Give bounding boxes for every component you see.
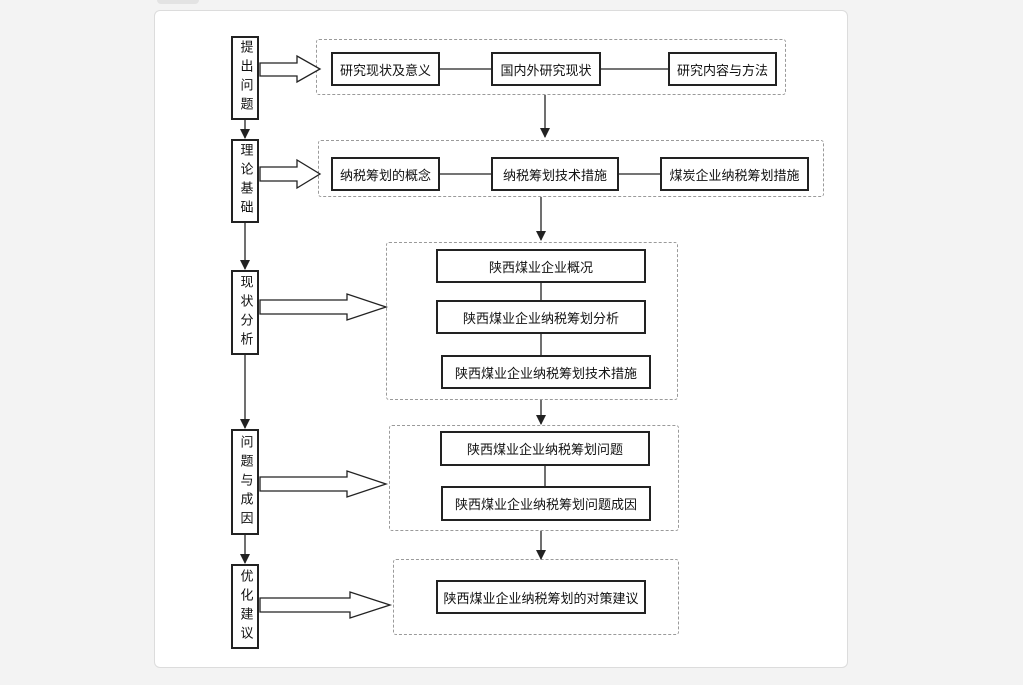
intro-node-3: 研究内容与方法 bbox=[668, 52, 777, 86]
intro-node-1: 研究现状及意义 bbox=[331, 52, 440, 86]
problem-node-2: 陕西煤业企业纳税筹划问题成因 bbox=[441, 486, 651, 521]
status-node-2: 陕西煤业企业纳税筹划分析 bbox=[436, 300, 646, 334]
status-node-1: 陕西煤业企业概况 bbox=[436, 249, 646, 283]
stage-problem-cause: 问题与成因 bbox=[231, 429, 259, 535]
stage-theory-basis: 理论基础 bbox=[231, 139, 259, 223]
problem-node-1: 陕西煤业企业纳税筹划问题 bbox=[440, 431, 650, 466]
group-problems-frame bbox=[389, 425, 679, 531]
group-status-frame bbox=[386, 242, 678, 400]
stage-status-analysis: 现状分析 bbox=[231, 270, 259, 355]
theory-node-1: 纳税筹划的概念 bbox=[331, 157, 440, 191]
intro-node-2: 国内外研究现状 bbox=[491, 52, 601, 86]
theory-node-2: 纳税筹划技术措施 bbox=[491, 157, 619, 191]
top-tab-stub bbox=[157, 0, 199, 4]
status-node-3: 陕西煤业企业纳税筹划技术措施 bbox=[441, 355, 651, 389]
diagram-card bbox=[154, 10, 848, 668]
stage-raise-problem: 提出问题 bbox=[231, 36, 259, 120]
suggestion-node-1: 陕西煤业企业纳税筹划的对策建议 bbox=[436, 580, 646, 614]
theory-node-3: 煤炭企业纳税筹划措施 bbox=[660, 157, 809, 191]
stage-optimization: 优化建议 bbox=[231, 564, 259, 649]
